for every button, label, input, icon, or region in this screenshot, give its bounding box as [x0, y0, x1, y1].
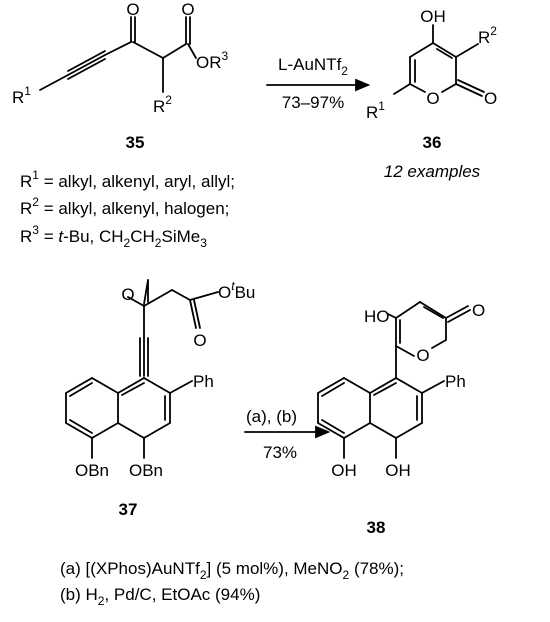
footnote-b: (b) H2, Pd/C, EtOAc (94%) [60, 585, 260, 608]
compound-35-ester-or3: OR3 [196, 49, 229, 72]
substituent-r2-definition: R2 = alkyl, alkenyl, halogen; [20, 195, 229, 218]
compound-36-r2: R2 [478, 24, 497, 47]
compound-38-hydroxyl-4: OH [385, 461, 411, 480]
compound-38-ring-oxygen: O [416, 346, 429, 365]
compound-36-r1: R1 [366, 99, 385, 122]
compound-38-hydroxyl: HO [364, 307, 390, 326]
reaction-arrow-2 [244, 425, 331, 439]
compound-37-otbu: OtBu [218, 279, 255, 302]
examples-count: 12 examples [384, 162, 481, 181]
footnote-a: (a) [(XPhos)AuNTf2] (5 mol%), MeNO2 (78%… [60, 559, 404, 582]
compound-37-ketone-oxygen: O [121, 285, 134, 304]
compound-36-structure [393, 24, 485, 97]
compound-37-ester-carbonyl-oxygen: O [193, 331, 206, 350]
compound-35-ketone-oxygen: O [126, 0, 139, 19]
compound-36-ring-oxygen: O [426, 89, 439, 108]
compound-35-r2: R2 [153, 93, 172, 116]
compound-38-label: 38 [367, 518, 386, 537]
reaction-2-conditions: (a), (b) [246, 407, 297, 426]
compound-37-obn-5: OBn [75, 461, 109, 480]
compound-37-label: 37 [119, 500, 138, 519]
compound-38-hydroxyl-5: OH [331, 461, 357, 480]
compound-35-r1: R1 [12, 84, 31, 107]
compound-36-hydroxyl: OH [420, 7, 446, 26]
compound-36-carbonyl-oxygen: O [484, 89, 497, 108]
compound-37-structure [65, 279, 219, 459]
compound-37-phenyl: Ph [193, 372, 214, 391]
reaction-arrow-1 [266, 78, 371, 92]
reagent-gold-catalyst: L-AuNTf2 [278, 55, 348, 78]
compound-36-label: 36 [423, 133, 442, 152]
reaction-1-yield: 73–97% [282, 93, 344, 112]
substituent-r1-definition: R1 = alkyl, alkenyl, aryl, allyl; [20, 168, 235, 191]
compound-38-carbonyl-oxygen: O [472, 301, 485, 320]
compound-35-label: 35 [126, 133, 145, 152]
compound-35-ester-carbonyl-oxygen: O [181, 0, 194, 19]
substituent-r3-definition: R3 = t-Bu, CH2CH2SiMe3 [20, 223, 207, 250]
reaction-2-yield: 73% [263, 443, 297, 462]
compound-38-structure [317, 301, 471, 459]
compound-37-obn-4: OBn [129, 461, 163, 480]
compound-35-structure [39, 16, 197, 93]
compound-38-phenyl: Ph [445, 372, 466, 391]
